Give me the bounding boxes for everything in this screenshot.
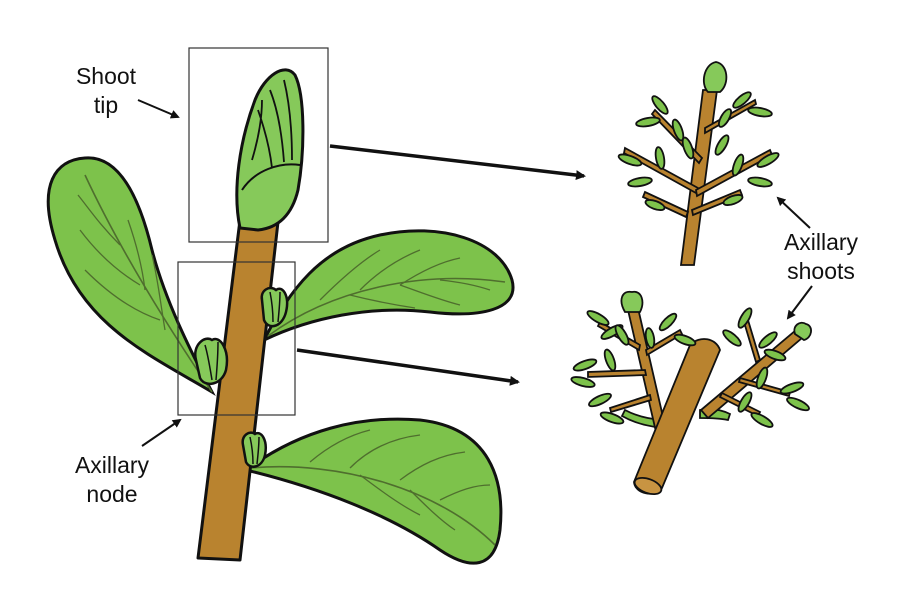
pointer-axillary-node: [141, 418, 182, 447]
shoot-from-tip: [617, 61, 780, 266]
axillary-bud-left: [194, 337, 229, 386]
axillary-node-box: [177, 261, 296, 416]
shoot-tip-box: [188, 47, 329, 243]
main-plant: [46, 68, 515, 565]
label-axillary-node: Axillary node: [50, 451, 174, 509]
label-axillary-node-line2: node: [86, 481, 138, 507]
label-axillary-shoots-line1: Axillary: [783, 229, 859, 255]
leaf-upper-right: [260, 229, 515, 344]
shoots-from-node: [570, 290, 812, 496]
label-shoot-tip: Shoot tip: [54, 62, 158, 120]
arrow-shoot-tip-to-shoot: [329, 144, 586, 181]
pointer-shoot-tip: [137, 99, 180, 119]
axillary-bud-lower: [241, 431, 267, 468]
label-axillary-shoots: Axillary shoots: [756, 228, 886, 286]
leaf-upper-left: [46, 156, 216, 397]
label-axillary-node-line1: Axillary: [74, 452, 150, 478]
label-shoot-tip-line1: Shoot: [75, 63, 137, 89]
axillary-bud-right: [260, 286, 289, 328]
shoot-tip-bud: [235, 68, 305, 232]
label-axillary-shoots-line2: shoots: [787, 258, 855, 284]
pointer-axillary-shoots-upper: [776, 196, 811, 229]
pointer-axillary-shoots-lower: [786, 285, 813, 320]
leaf-lower: [242, 417, 503, 565]
label-shoot-tip-line2: tip: [93, 92, 119, 118]
arrow-node-to-shoots: [296, 348, 520, 386]
